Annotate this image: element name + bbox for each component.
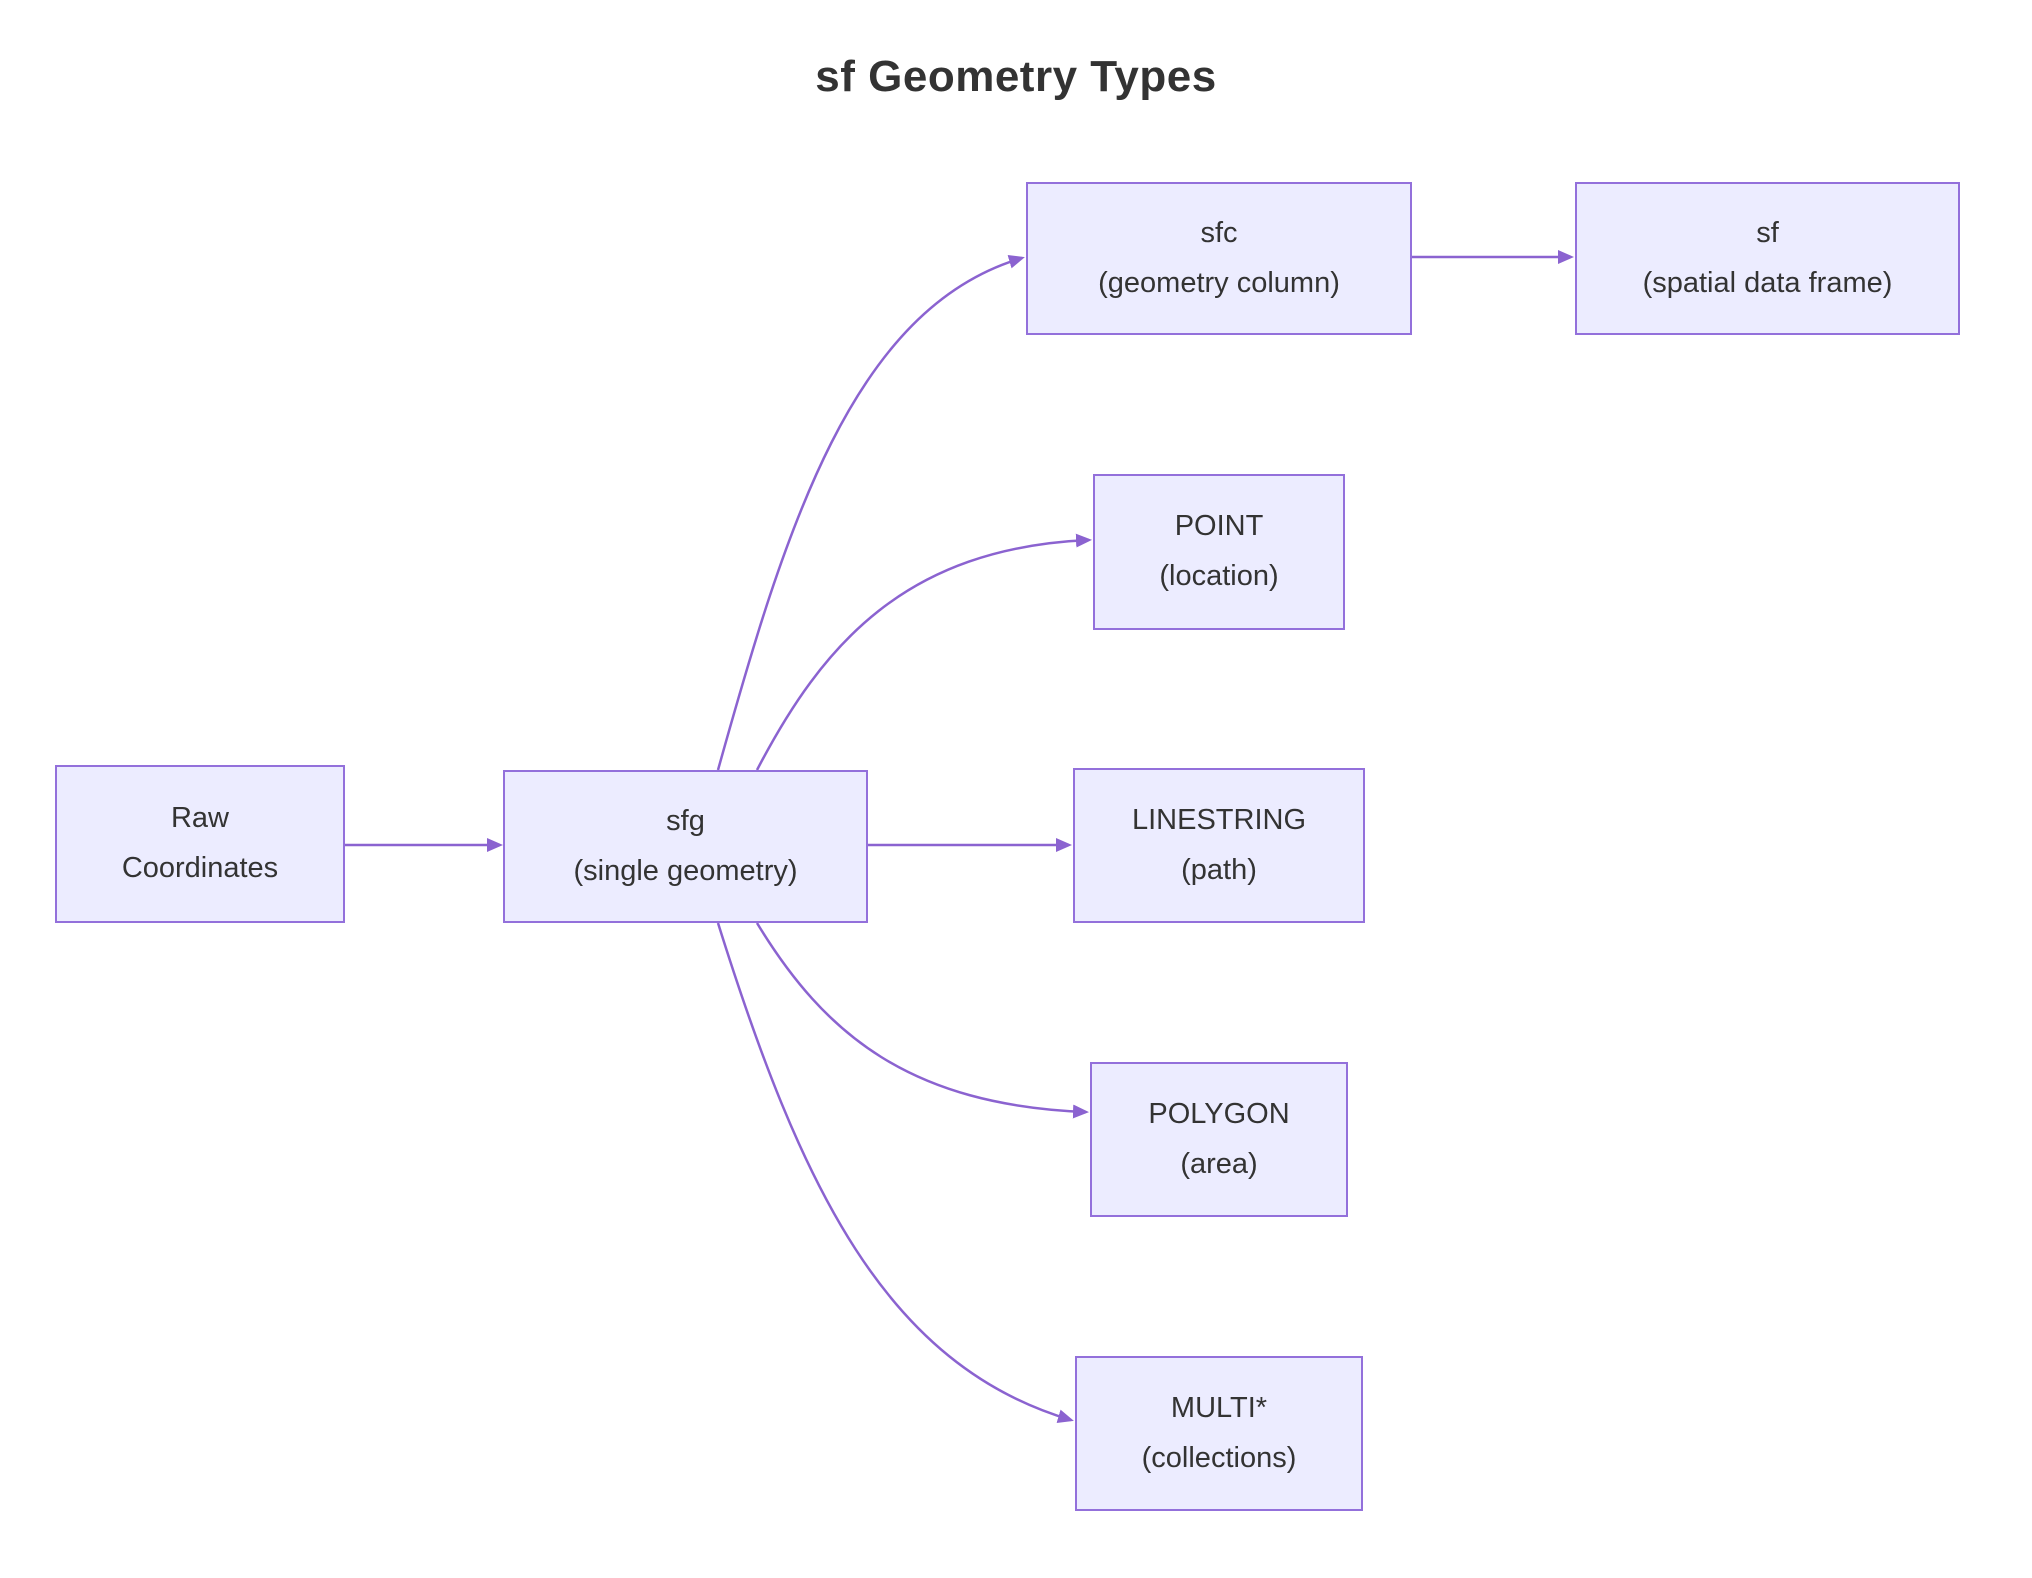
node-sfg-label-line2: (single geometry) bbox=[573, 854, 798, 887]
node-multi: MULTI* (collections) bbox=[1075, 1356, 1363, 1511]
diagram-title: sf Geometry Types bbox=[815, 52, 1217, 101]
node-linestring-label-line2: (path) bbox=[1181, 853, 1257, 886]
edge-sfg-to-polygon bbox=[755, 922, 1089, 1119]
node-polygon-label-line1: POLYGON bbox=[1148, 1097, 1290, 1130]
edge-sfg-to-point bbox=[755, 533, 1092, 771]
node-polygon: POLYGON (area) bbox=[1090, 1062, 1348, 1217]
node-multi-label-line1: MULTI* bbox=[1170, 1391, 1268, 1424]
node-polygon-label-line2: (area) bbox=[1180, 1147, 1258, 1180]
node-raw-coordinates-label-line1: Raw bbox=[170, 802, 229, 835]
node-sfc-label-line1: sfc bbox=[1200, 216, 1238, 249]
edge-sfg-to-multi bbox=[716, 922, 1074, 1424]
node-point: POINT (location) bbox=[1093, 474, 1345, 630]
node-sfc-label-line2: (geometry column) bbox=[1098, 266, 1340, 299]
node-raw-coordinates-label-line2: Coordinates bbox=[121, 852, 279, 884]
node-sfg-label-line1: sfg bbox=[666, 804, 705, 837]
edge-sfg-to-sfc bbox=[716, 254, 1025, 771]
node-multi-label-line2: (collections) bbox=[1141, 1441, 1297, 1474]
node-sfc: sfc (geometry column) bbox=[1026, 182, 1412, 335]
node-linestring-label-line1: LINESTRING bbox=[1131, 803, 1307, 836]
node-sfg: sfg (single geometry) bbox=[503, 770, 868, 923]
node-linestring: LINESTRING (path) bbox=[1073, 768, 1365, 923]
node-point-label-line2: (location) bbox=[1159, 560, 1279, 592]
node-raw-coordinates: Raw Coordinates bbox=[55, 765, 345, 923]
node-sf-label-line1: sf bbox=[1756, 216, 1779, 249]
node-sf-label-line2: (spatial data frame) bbox=[1642, 266, 1893, 299]
node-sf: sf (spatial data frame) bbox=[1575, 182, 1960, 335]
node-point-label-line1: POINT bbox=[1174, 510, 1264, 543]
